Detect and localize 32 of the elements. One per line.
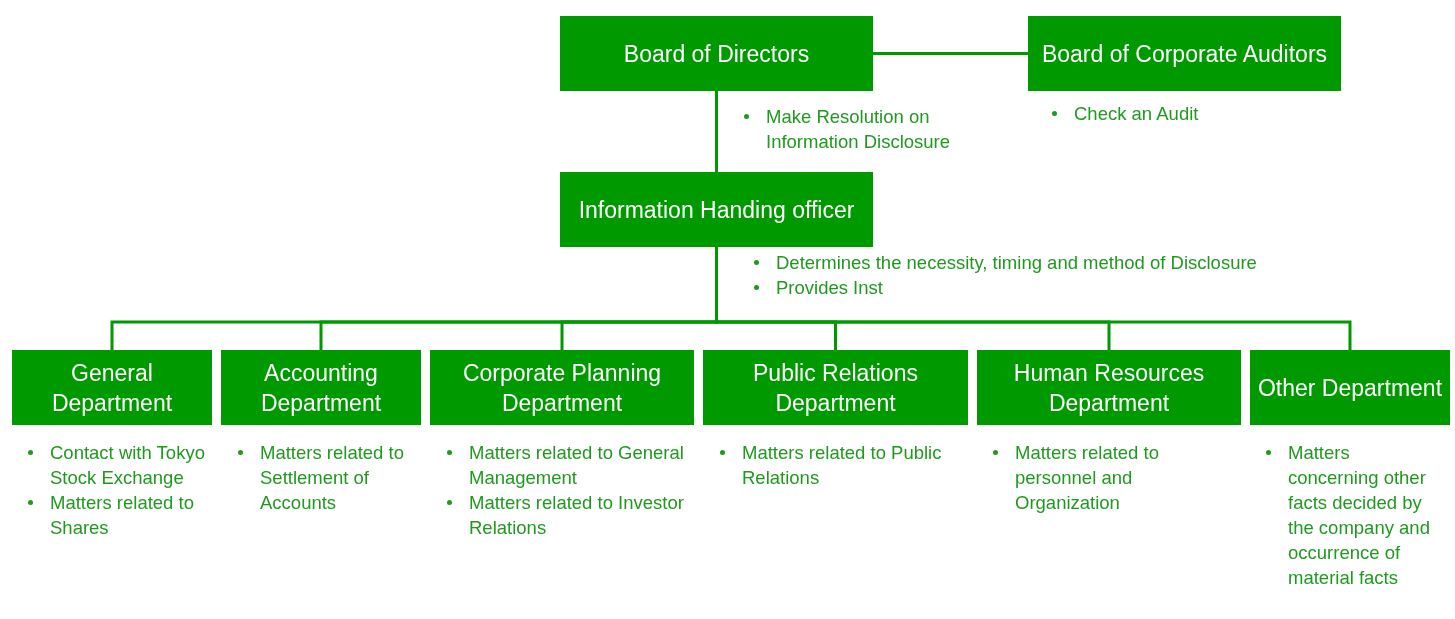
bullet-text: Check an Audit (1074, 103, 1199, 124)
box-title: Board of Directors (623, 39, 810, 69)
box-title: Other Department (1257, 373, 1443, 403)
org-box (1028, 16, 1341, 91)
bullet-text: Make Resolution on Information Disclosure (766, 106, 951, 152)
bullet-text: Determines the necessity, timing and method of Disclosure (776, 252, 1257, 273)
box-title: Board of Corporate Auditors (1041, 39, 1328, 69)
bullet-text: Provides Inst (776, 277, 883, 298)
bullet-text: Matters related to Public Relations (742, 442, 942, 488)
org-box (560, 16, 873, 91)
org-box (221, 350, 421, 425)
org-box (12, 350, 212, 425)
bullet-text: Matters concerning other facts decided by the company and occurrence of material facts (1288, 442, 1430, 588)
connector-line (873, 52, 1028, 55)
box-title: Accounting Department (259, 358, 383, 418)
box-title: Public Relations Department (752, 358, 919, 418)
bullet-text: Matters related to Shares (50, 492, 194, 538)
box-title: Information Handing officer (578, 195, 855, 225)
bullet-text: Matters related to personnel and Organization (1015, 442, 1159, 513)
box-title: General Department (50, 358, 174, 418)
org-box (560, 172, 873, 247)
org-box (1250, 350, 1450, 425)
connector-line (715, 91, 718, 172)
bullet-text: Matters related to Settlement of Accounts (260, 442, 404, 513)
box-title: Corporate Planning Department (461, 358, 663, 418)
bullet-text: Contact with Tokyo Stock Exchange (50, 442, 205, 488)
bullet-text: Matters related to General Management (469, 442, 684, 488)
box-title: Human Resources Department (1012, 358, 1206, 418)
org-box (703, 350, 968, 425)
org-box (977, 350, 1241, 425)
org-box (430, 350, 694, 425)
bullet-text: Matters related to Investor Relations (469, 492, 684, 538)
